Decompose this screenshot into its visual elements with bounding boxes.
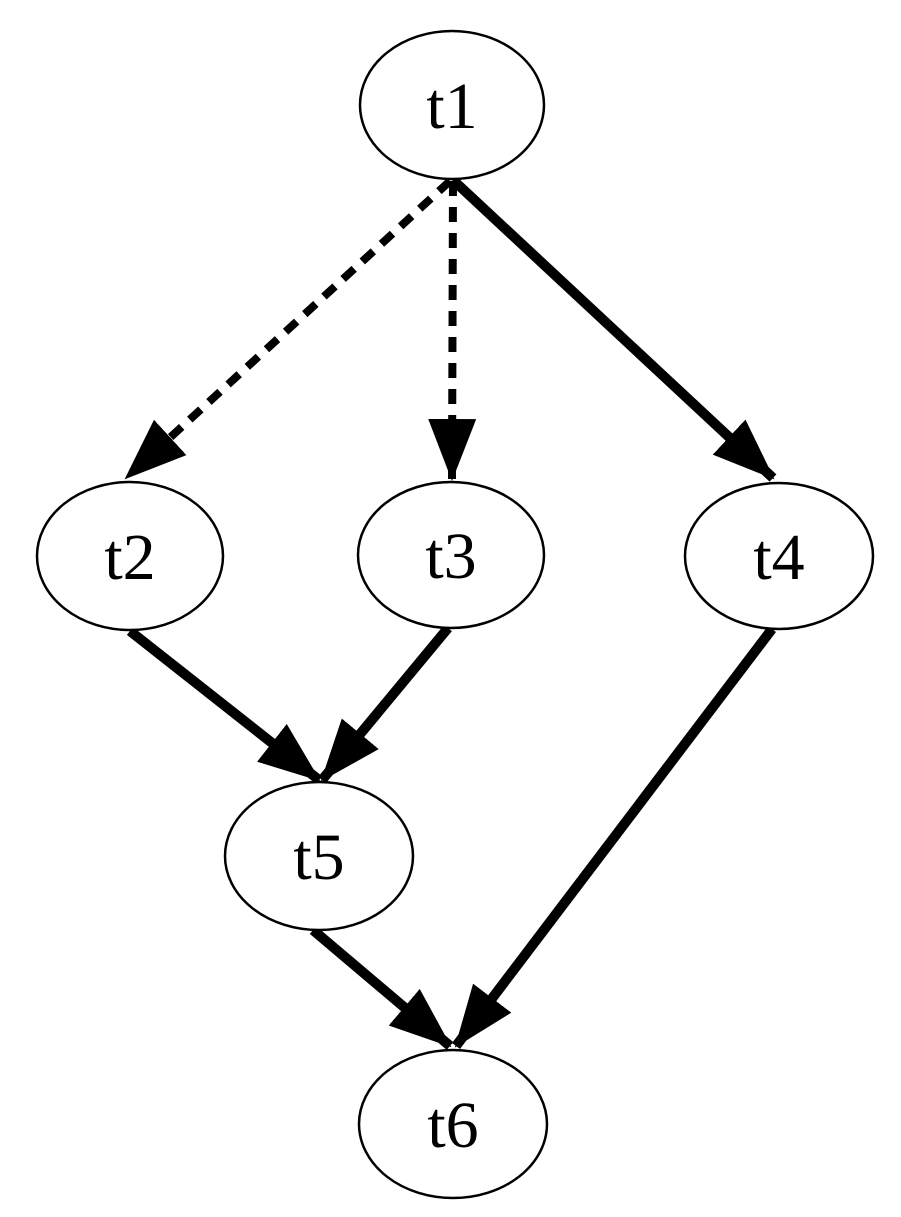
edge-t2-t5: [126, 627, 323, 784]
nodes-layer: t1 t2 t3 t4 t5 t6: [35, 29, 875, 1200]
edge-t4-t6: [452, 625, 776, 1050]
node-t4: t4: [683, 481, 875, 631]
edge-t1-t3: [428, 180, 477, 481]
node-t5: t5: [223, 780, 415, 932]
node-t6-label: t6: [427, 1089, 478, 1162]
node-t2-ellipse: [35, 480, 225, 632]
node-t6: t6: [357, 1048, 549, 1200]
node-t5-label: t5: [293, 821, 344, 894]
edge-t5-t6: [309, 926, 454, 1050]
node-t5-ellipse: [223, 780, 415, 932]
node-t3-label: t3: [425, 520, 476, 593]
edges-layer: [123, 176, 777, 1050]
node-t1: t1: [358, 29, 546, 181]
node-t2: t2: [35, 480, 225, 632]
node-t4-ellipse: [683, 481, 875, 631]
edge-t1-t2: [123, 178, 453, 481]
node-t6-ellipse: [357, 1048, 549, 1200]
node-t1-label: t1: [426, 70, 477, 143]
edge-t3-t5: [318, 624, 452, 784]
node-t2-label: t2: [104, 521, 155, 594]
node-t1-ellipse: [358, 29, 546, 181]
node-t3-ellipse: [356, 480, 546, 630]
node-t4-label: t4: [753, 521, 804, 594]
node-t3: t3: [356, 480, 546, 630]
edge-t1-t4: [449, 176, 777, 482]
